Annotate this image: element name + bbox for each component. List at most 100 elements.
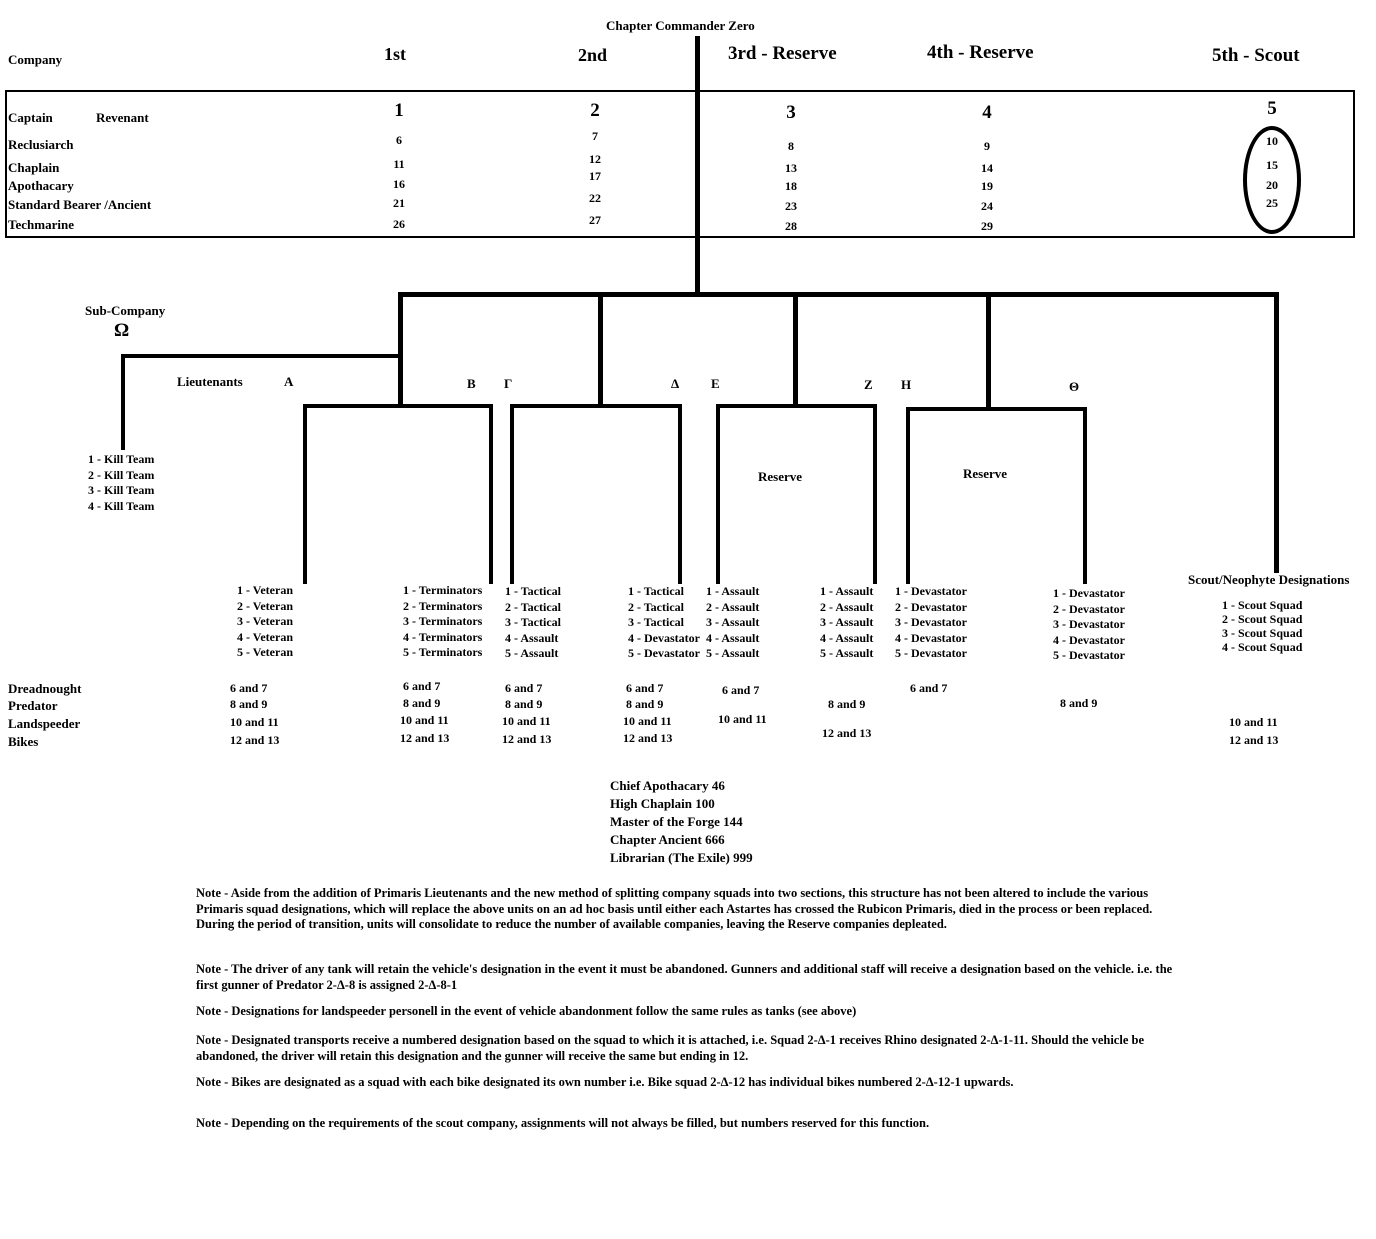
connector-lieutenant-theta-vertical [1083,407,1087,584]
vehicle-numbers: 8 and 9 [1060,696,1098,710]
squad-list-assault-z: 1 - Assault 2 - Assault 3 - Assault 4 - … [820,584,874,660]
connector-bracket2-horizontal [510,404,682,408]
officer-number: 20 [1266,178,1278,192]
officer-number: 15 [1266,158,1278,172]
chart-title: Chapter Commander Zero [606,18,755,33]
officer-label-reclusiarch: Reclusiarch [8,137,74,152]
connector-bracket3-horizontal [716,404,877,408]
vehicle-numbers: 8 and 9 [828,697,866,711]
officer-number: 25 [1266,196,1278,210]
officer-number: 19 [981,179,993,193]
officer-label-captain: Captain [8,110,53,125]
connector-company3-vertical [793,292,798,408]
officer-number: 14 [981,161,993,175]
vehicle-row-label-bikes: Bikes [8,734,39,749]
squad-list-devastator-theta: 1 - Devastator 2 - Devastator 3 - Devast… [1053,586,1125,662]
reserve-label-4th: Reserve [963,466,1008,481]
connector-company1-vertical [398,292,403,408]
connector-lieutenant-h-vertical [906,407,910,584]
connector-company4-vertical [986,292,991,411]
officer-number: 28 [785,219,797,233]
scout-numbers-ellipse [1243,126,1301,234]
company-header-2nd: 2nd [578,45,608,65]
connector-subcompany-vertical [121,354,125,450]
officer-number: 17 [589,169,601,183]
officer-number: 10 [1266,134,1278,148]
squad-list-devastator-h: 1 - Devastator 2 - Devastator 3 - Devast… [895,584,967,660]
vehicle-numbers: 6 and 7 [626,681,664,695]
note-bikes: Note - Bikes are designated as a squad w… [196,1075,1014,1089]
connector-lieutenant-b-vertical [489,404,493,584]
vehicle-numbers: 10 and 11 [400,713,449,727]
vehicle-numbers: 8 and 9 [230,697,268,711]
officer-number: 26 [393,217,405,231]
officer-number: 16 [393,177,405,191]
kill-team-list: 1 - Kill Team 2 - Kill Team 3 - Kill Tea… [88,452,155,513]
vehicle-numbers: 12 and 13 [623,731,673,745]
vehicle-numbers: 10 and 11 [718,712,767,726]
connector-lieutenant-delta-vertical [678,404,682,584]
officer-number: 8 [788,139,794,153]
officer-label-apothacary: Apothacary [8,178,74,193]
squad-list-assault-e: 1 - Assault 2 - Assault 3 - Assault 4 - … [706,584,760,660]
vehicle-numbers: 12 and 13 [230,733,280,747]
officer-number: 23 [785,199,797,213]
officer-number: 4 [982,102,992,123]
officer-number: 22 [589,191,601,205]
officer-number: 18 [785,179,797,193]
vehicle-numbers: 6 and 7 [722,683,760,697]
note-scout-company: Note - Depending on the requirements of … [196,1116,930,1130]
squad-list-tactical-gamma: 1 - Tactical 2 - Tactical 3 - Tactical 4… [505,584,561,660]
note-primaris: Note - Aside from the addition of Primar… [196,886,1153,931]
vehicle-numbers: 12 and 13 [822,726,872,740]
vehicle-numbers: 10 and 11 [1229,715,1278,729]
hq-staff-list: Chief Apothacary 46 High Chaplain 100 Ma… [610,778,753,865]
connector-lieutenant-gamma-vertical [510,404,514,584]
captain-name: Revenant [96,110,149,125]
lieutenant-letter-delta: Δ [671,376,680,391]
vehicle-numbers: 8 and 9 [403,696,441,710]
note-tank-drivers: Note - The driver of any tank will retai… [196,962,1173,992]
lieutenant-letter-e: E [711,376,720,391]
squad-list-terminators: 1 - Terminators 2 - Terminators 3 - Term… [403,583,483,659]
officer-number: 1 [394,100,404,121]
connector-subcompany-horizontal [121,354,402,358]
note-landspeeder-personell: Note - Designations for landspeeder pers… [196,1004,857,1018]
lieutenant-letter-h: H [901,377,912,392]
vehicle-numbers: 6 and 7 [230,681,268,695]
officer-number: 3 [786,102,796,123]
lieutenant-letter-a: A [284,374,294,389]
vehicle-numbers: 10 and 11 [230,715,279,729]
vehicle-numbers: 12 and 13 [1229,733,1279,747]
squad-list-veteran: 1 - Veteran 2 - Veteran 3 - Veteran 4 - … [237,583,293,659]
officer-label-techmarine: Techmarine [8,217,74,232]
note-transports: Note - Designated transports receive a n… [196,1033,1144,1063]
sub-company-symbol: Ω [114,320,130,341]
company-header-1st: 1st [384,44,406,64]
officer-number: 13 [785,161,797,175]
officer-table-box [5,90,1355,238]
squad-list-scout: 1 - Scout Squad 2 - Scout Squad 3 - Scou… [1222,598,1303,654]
connector-company5-vertical [1274,292,1279,573]
connector-company2-vertical [598,292,603,408]
officer-number: 7 [592,129,598,143]
vehicle-numbers: 8 and 9 [626,697,664,711]
lieutenant-letter-theta: Θ [1069,379,1080,394]
squad-list-tactical-delta: 1 - Tactical 2 - Tactical 3 - Tactical 4… [628,584,700,660]
vehicle-row-label-landspeeder: Landspeeder [8,716,81,731]
vehicle-numbers: 6 and 7 [910,681,948,695]
vehicle-numbers: 6 and 7 [403,679,441,693]
company-header-3rd: 3rd - Reserve [728,43,837,64]
connector-main-horizontal [398,292,1279,297]
connector-lieutenant-e-vertical [716,404,720,584]
company-header-4th: 4th - Reserve [927,42,1034,63]
lieutenant-letter-z: Z [864,377,873,392]
scout-designations-header: Scout/Neophyte Designations [1188,572,1350,587]
officer-number: 5 [1267,98,1277,119]
officer-number: 12 [589,152,601,166]
lieutenant-letter-gamma: Γ [504,376,513,391]
vehicle-numbers: 12 and 13 [502,732,552,746]
company-row-label: Company [8,52,63,67]
officer-number: 24 [981,199,993,213]
